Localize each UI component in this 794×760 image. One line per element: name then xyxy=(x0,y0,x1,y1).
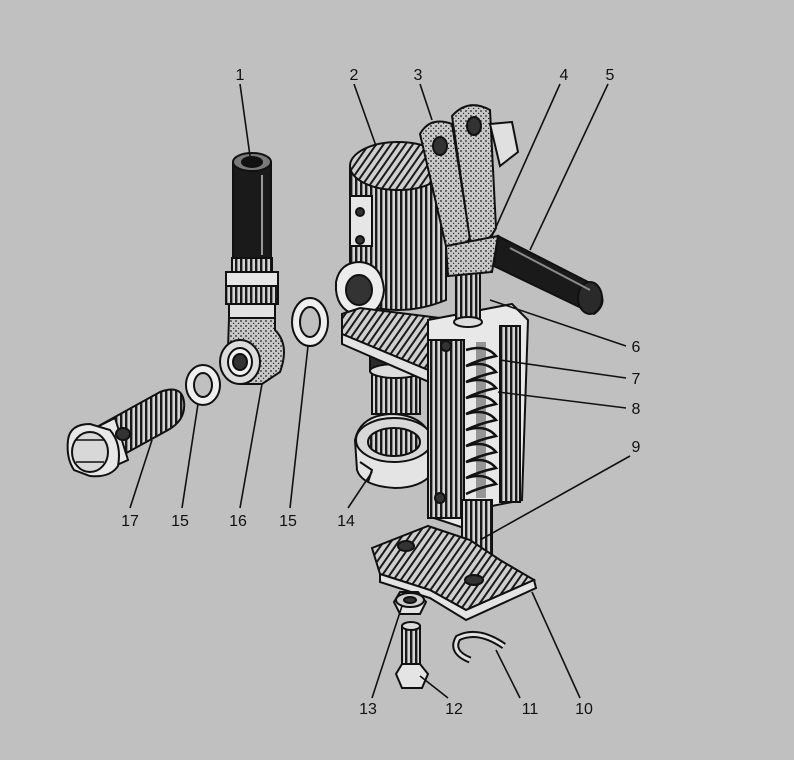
callout-2: 2 xyxy=(350,67,359,84)
part-6-clevis-rod xyxy=(453,269,483,328)
callout-6: 6 xyxy=(632,339,641,356)
callout-17: 17 xyxy=(121,513,139,530)
callout-14: 14 xyxy=(337,513,355,530)
part-10-base-plate xyxy=(370,524,538,622)
callout-12: 12 xyxy=(445,701,463,718)
part-15-washer-left xyxy=(185,364,221,406)
callout-11: 11 xyxy=(522,701,539,718)
callout-16: 16 xyxy=(229,513,247,530)
leader-lines xyxy=(129,83,631,699)
callout-4: 4 xyxy=(560,67,569,84)
part-14-ring-nut xyxy=(353,412,433,490)
callout-1: 1 xyxy=(236,67,245,84)
callout-15-right: 15 xyxy=(279,513,297,530)
part-13-nut xyxy=(392,591,428,615)
part-2-cylinder xyxy=(335,141,447,318)
callout-8: 8 xyxy=(632,401,641,418)
callout-13: 13 xyxy=(359,701,377,718)
part-12-bolt xyxy=(394,621,430,689)
callout-9: 9 xyxy=(632,439,641,456)
callout-labels: 1 2 3 4 5 6 7 8 9 10 11 12 13 14 15 15 1… xyxy=(121,67,640,718)
callout-15-left: 15 xyxy=(171,513,189,530)
part-16-banjo-fitting xyxy=(219,257,285,385)
part-15-washer-right xyxy=(291,297,329,347)
part-3-clevis-fork xyxy=(418,104,520,278)
callout-7: 7 xyxy=(632,371,641,388)
part-11-clip xyxy=(452,630,506,664)
callout-10: 10 xyxy=(575,701,593,718)
part-17-banjo-bolt xyxy=(66,388,186,478)
callout-5: 5 xyxy=(606,67,615,84)
part-8-spring xyxy=(465,342,499,498)
part-5-rubber-boot xyxy=(492,234,604,316)
callout-3: 3 xyxy=(414,67,423,84)
part-1-hose xyxy=(232,152,272,267)
